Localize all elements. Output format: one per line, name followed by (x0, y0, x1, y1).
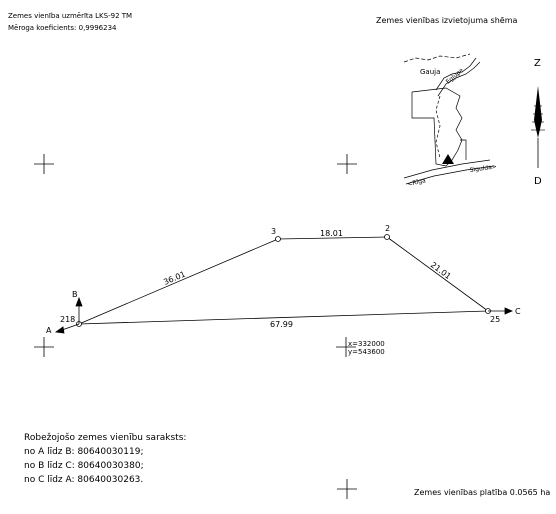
grid-cross (337, 479, 357, 499)
boundary-edge-2-25 (386, 236, 489, 312)
grid-crosses (34, 154, 357, 499)
direction-label-a: A (46, 326, 52, 335)
parcel-area-note: Zemes vienības platība 0.0565 ha (414, 488, 551, 497)
parcel-location-marker (442, 154, 454, 164)
boundary-point-2 (384, 234, 390, 240)
boundary-edge-25-218 (78, 310, 489, 325)
boundary-edge-3-2 (277, 236, 388, 240)
boundary-edge-218-3 (78, 238, 279, 325)
edge-length-3-2: 18.01 (320, 229, 343, 238)
road-label-sigulda: Sigulda> (469, 163, 497, 174)
edge-length-218-3: 36.01 (162, 270, 187, 287)
point-label-2: 2 (385, 224, 390, 233)
direction-label-c: C (515, 307, 521, 316)
location-scheme-title: Zemes vienības izvietojuma shēma (376, 16, 518, 25)
boundary-points (76, 234, 491, 327)
direction-label-b: B (72, 290, 78, 299)
arrow-a-shaft (61, 323, 80, 331)
grid-cross (34, 337, 54, 357)
coordinate-cross (336, 337, 356, 357)
river-label: Gauja (420, 68, 440, 76)
grid-cross (34, 154, 54, 174)
neighbours-list: Robežojošo zemes vienību saraksts: no A … (24, 431, 186, 487)
grid-cross (337, 154, 357, 174)
parcel-boundary (78, 236, 489, 325)
direction-arrows (54, 296, 514, 334)
edge-length-25-218: 67.99 (270, 320, 293, 329)
point-label-218: 218 (60, 315, 75, 324)
arrow-c-head-icon (504, 307, 514, 315)
location-scheme-sketch (403, 53, 495, 185)
road-label-riga: <Rīga (407, 177, 427, 188)
north-arrow-icon (531, 86, 545, 168)
point-label-25: 25 (490, 315, 500, 324)
neighbours-title: Robežojošo zemes vienību saraksts: (24, 433, 187, 443)
neighbour-item: no B līdz C: 80640030380; (24, 461, 144, 471)
arrow-a-head-icon (54, 326, 65, 334)
coordinate-y-label: y=543600 (348, 348, 385, 356)
coordinate-x-label: x=332000 (348, 340, 385, 348)
compass-south-label: D (534, 176, 542, 187)
compass-north-label: Z (534, 58, 541, 69)
boundary-point-3 (275, 236, 281, 242)
arrow-b-head-icon (75, 296, 83, 307)
point-label-3: 3 (271, 227, 276, 236)
neighbour-item: no A līdz B: 80640030119; (24, 447, 144, 457)
neighbour-item: no C līdz A: 80640030263. (24, 475, 144, 485)
coordinate-system-note: Zemes vienība uzmērīta LKS-92 TM (8, 12, 133, 20)
scale-factor-note: Mēroga koeficients: 0,9996234 (8, 24, 117, 32)
